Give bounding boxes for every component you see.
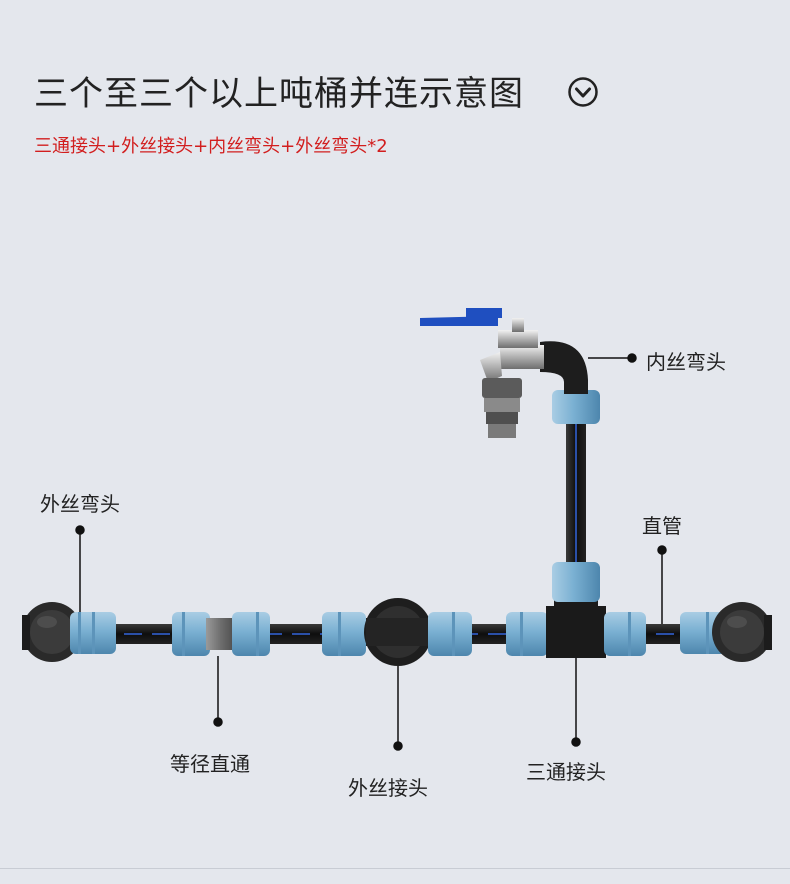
right-male-elbow bbox=[680, 602, 772, 662]
leader-lines bbox=[75, 353, 667, 751]
label-tee-joint: 三通接头 bbox=[526, 760, 606, 784]
bottom-divider bbox=[0, 868, 790, 869]
label-straight-pipe: 直管 bbox=[642, 514, 682, 538]
equal-coupling bbox=[172, 612, 270, 656]
male-adapter bbox=[322, 598, 472, 666]
label-female-elbow: 内丝弯头 bbox=[646, 350, 726, 374]
riser-pipe bbox=[566, 400, 586, 580]
page-title: 三个至三个以上吨桶并连示意图 bbox=[34, 74, 524, 114]
label-male-elbow: 外丝弯头 bbox=[40, 492, 120, 516]
label-male-adapter: 外丝接头 bbox=[348, 776, 428, 800]
female-elbow-with-faucet bbox=[420, 308, 588, 438]
riser-coupling bbox=[552, 390, 600, 424]
tee-joint bbox=[506, 562, 646, 658]
parts-subtitle: 三通接头+外丝接头+内丝弯头+外丝弯头*2 bbox=[34, 136, 388, 157]
label-equal-coupling: 等径直通 bbox=[170, 752, 250, 776]
left-male-elbow bbox=[22, 602, 116, 662]
chevron-down-circle-icon[interactable] bbox=[567, 76, 599, 108]
